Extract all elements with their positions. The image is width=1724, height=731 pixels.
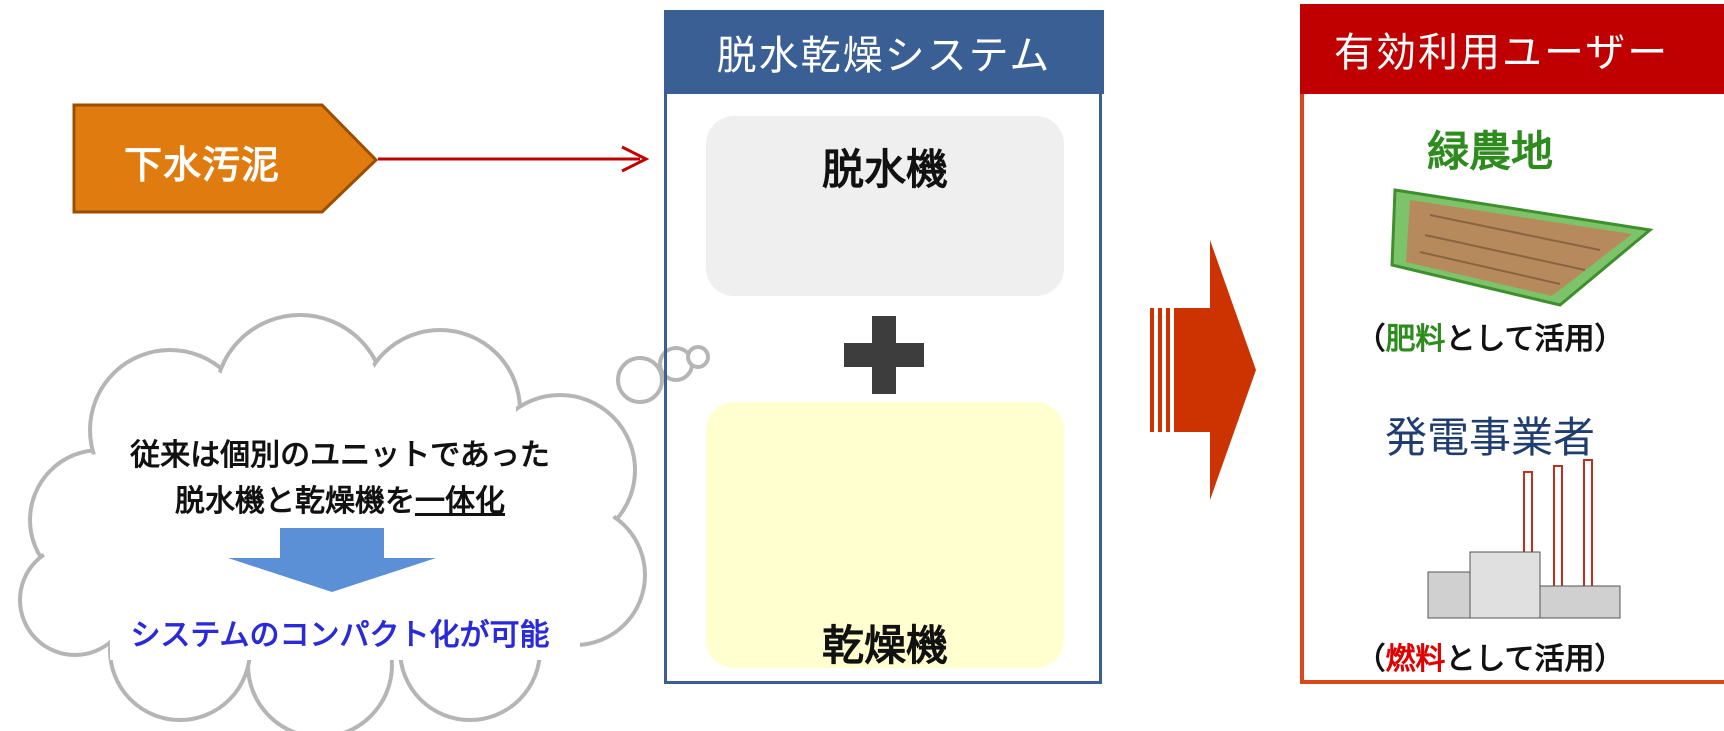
system-title: 脱水乾燥システム — [716, 33, 1052, 79]
plus-icon — [844, 316, 924, 394]
caption-open-paren: （ — [1355, 642, 1386, 677]
fertilizer-keyword: 肥料 — [1385, 322, 1446, 357]
dewaterer-box — [706, 116, 1064, 296]
dryer-box — [706, 402, 1064, 668]
power-plant-icon — [1427, 459, 1621, 619]
users-title: 有効利用ユーザー — [1334, 30, 1670, 76]
system-panel-frame — [664, 94, 1102, 684]
input-arrow-head — [621, 145, 650, 173]
farmland-icon — [1390, 188, 1654, 307]
note-line-1: 従来は個別のユニットであった — [130, 438, 550, 473]
sludge-input-label: 下水汚泥 — [124, 143, 281, 187]
farmland-title: 緑農地 — [1426, 127, 1553, 176]
flow-arrow — [1150, 240, 1256, 500]
caption-open-paren: （ — [1355, 322, 1386, 357]
power-producer-title: 発電事業者 — [1384, 413, 1595, 462]
power-caption: （燃料として活用） — [1300, 634, 1680, 678]
dewaterer-label: 脱水機 — [821, 145, 948, 194]
result-down-arrow — [228, 528, 436, 592]
note-result: システムのコンパクト化が可能 — [130, 618, 550, 653]
note-line-2-prefix: 脱水機と乾燥機を — [175, 484, 415, 519]
dryer-label: 乾燥機 — [821, 621, 948, 670]
note-emphasis: 一体化 — [415, 484, 505, 519]
caption-rest: として活用） — [1445, 642, 1625, 677]
sludge-input-shape — [72, 103, 379, 214]
fuel-keyword: 燃料 — [1385, 642, 1446, 677]
users-panel-frame — [1300, 94, 1724, 684]
note-line-2: 脱水機と乾燥機を一体化 — [60, 476, 620, 520]
caption-rest: として活用） — [1445, 322, 1625, 357]
system-panel-header: 脱水乾燥システム — [664, 10, 1104, 94]
users-panel-header: 有効利用ユーザー — [1300, 4, 1724, 94]
cloud-bubbles — [616, 345, 710, 404]
farmland-caption: （肥料として活用） — [1300, 314, 1680, 358]
